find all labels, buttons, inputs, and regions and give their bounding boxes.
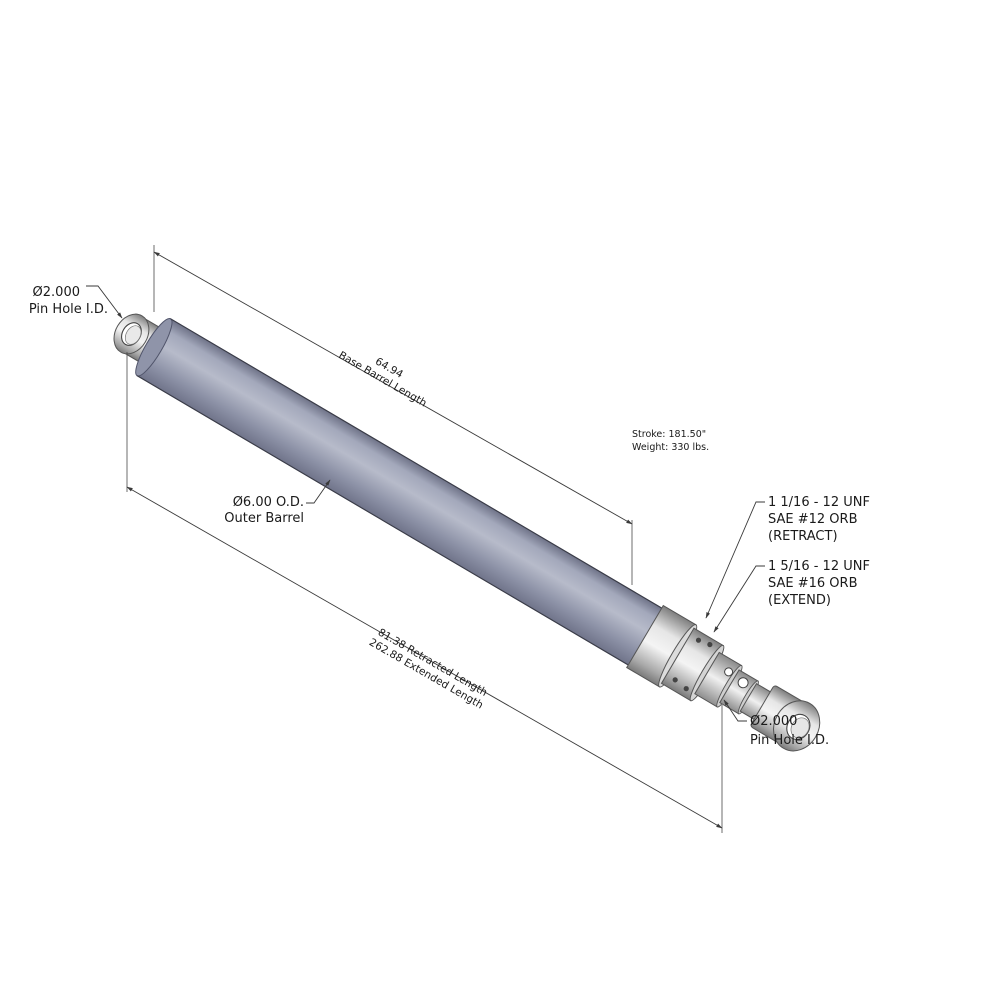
extended-length-label: 262.88 Extended Length <box>367 636 485 711</box>
retract-port-icon <box>737 677 749 689</box>
rod-clevis <box>750 685 821 752</box>
outer-barrel-label: Outer Barrel <box>224 511 304 526</box>
base-barrel-length-group: 64.94 Base Barrel Length <box>336 349 428 409</box>
extend-port-label: (EXTEND) <box>768 593 831 608</box>
pin-hole-top-label: Pin Hole I.D. <box>29 302 108 317</box>
extend-port-size: SAE #16 ORB <box>768 576 857 591</box>
leaders <box>86 285 765 722</box>
outer-barrel-diameter: Ø6.00 O.D. <box>233 495 304 510</box>
retract-port-label: (RETRACT) <box>768 529 838 544</box>
retract-port-thread: 1 1/16 - 12 UNF <box>768 495 870 510</box>
stroke-label: Stroke: 181.50" <box>632 429 706 440</box>
overall-length-dimension <box>126 352 723 833</box>
weight-label: Weight: 330 lbs. <box>632 442 709 453</box>
overall-length-group: 81.38 Retracted Length 262.88 Extended L… <box>367 626 489 711</box>
retracted-length-label: 81.38 Retracted Length <box>376 626 489 698</box>
base-clevis <box>113 313 165 365</box>
pin-hole-bottom-diameter: Ø2.000 <box>750 714 797 729</box>
pin-hole-bottom-label: Pin Hole I.D. <box>750 733 829 748</box>
extend-port-thread: 1 5/16 - 12 UNF <box>768 559 870 574</box>
retract-port-size: SAE #12 ORB <box>768 512 857 527</box>
extend-port-icon <box>724 667 734 677</box>
pin-hole-top-diameter: Ø2.000 <box>33 285 80 300</box>
